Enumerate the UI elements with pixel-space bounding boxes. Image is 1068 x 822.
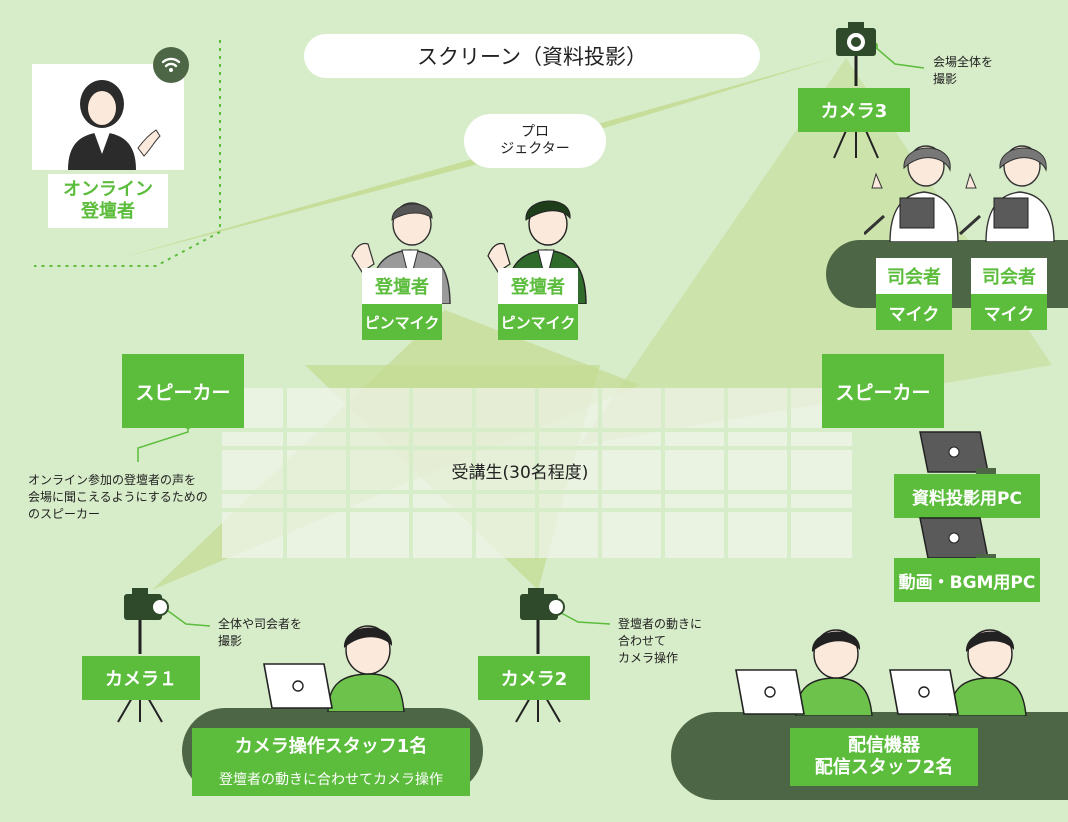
wifi-badge	[153, 47, 189, 83]
presenter-2-role: 登壇者	[498, 268, 578, 304]
pc-video-label: 動画・BGM用PC	[894, 558, 1040, 602]
wifi-icon	[161, 57, 181, 72]
presenter-1-mic: ピンマイク	[362, 304, 442, 340]
speaker-right-label: スピーカー	[822, 354, 944, 428]
speaker-left-label: スピーカー	[122, 354, 244, 428]
camera3-label: カメラ3	[798, 88, 910, 132]
camera-operator-illustration	[263, 625, 405, 712]
camera-staff-title: カメラ操作スタッフ1名	[192, 728, 470, 762]
host-1-mic: マイク	[876, 294, 952, 330]
screen-label: スクリーン（資料投影）	[304, 34, 760, 78]
camera1-note: 全体や司会者を 撮影	[218, 617, 303, 648]
presenter-2-mic: ピンマイク	[498, 304, 578, 340]
audience-label: 受講生(30名程度)	[451, 463, 589, 483]
stream-staff-2-figure	[889, 629, 1027, 716]
pc-slides-label: 資料投影用PC	[894, 474, 1040, 518]
presenter-1-role: 登壇者	[362, 268, 442, 304]
host-2-figure	[958, 145, 1055, 242]
camera2-label: カメラ2	[478, 656, 590, 700]
projector-label: プロ ジェクター	[464, 114, 606, 168]
camera1-note-line	[163, 607, 211, 627]
camera3-note-line	[873, 45, 925, 69]
camera3-beam	[580, 58, 1052, 445]
camera3-note: 会場全体を 撮影	[933, 55, 994, 86]
stream-staff-1-figure	[735, 629, 873, 716]
speaker-note-line	[137, 425, 189, 462]
pc-slides-laptop-icon	[919, 431, 996, 474]
online-presenter-frame	[32, 64, 184, 170]
seat-dividers	[222, 388, 852, 558]
camera2-icon	[515, 588, 565, 723]
stream-staff-illustration	[735, 629, 1027, 716]
camera1-label: カメラ１	[82, 656, 200, 700]
host-1-role: 司会者	[876, 258, 952, 294]
hosts-illustration	[864, 145, 1055, 242]
camera1-icon	[117, 588, 169, 723]
speaker-left-note: オンライン参加の登壇者の声を 会場に聞こえるようにするための のスピーカー	[28, 473, 208, 521]
camera-staff-subtitle: 登壇者の動きに合わせてカメラ操作	[192, 762, 470, 796]
online-presenter-label: オンライン 登壇者	[48, 174, 168, 228]
pc-video-laptop-icon	[919, 517, 996, 560]
stream-staff-title: 配信機器 配信スタッフ2名	[790, 728, 978, 786]
host-1-figure	[864, 145, 959, 242]
online-presenter-illustration	[68, 80, 161, 170]
host-2-mic: マイク	[971, 294, 1047, 330]
online-zone-border	[34, 40, 221, 267]
camera2-note: 登壇者の動きに 合わせて カメラ操作	[618, 617, 703, 665]
host-2-role: 司会者	[971, 258, 1047, 294]
